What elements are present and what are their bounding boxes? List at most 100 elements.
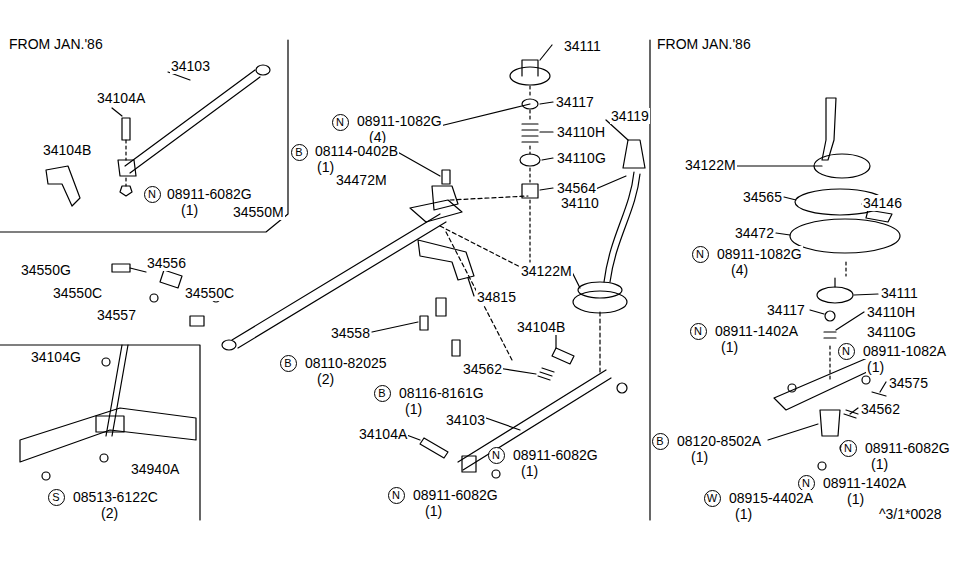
leader-line	[810, 310, 824, 314]
part-number: ^3/1*0028	[878, 506, 943, 522]
control-rod	[440, 226, 530, 272]
shift-lever-parts	[510, 60, 645, 372]
shift-lever-parts	[862, 376, 870, 384]
leader-line	[112, 108, 122, 116]
panel-border	[0, 40, 288, 232]
bolt	[112, 170, 460, 356]
part-number: 34110G	[556, 150, 607, 166]
part-number: 08911-6082G	[864, 440, 951, 456]
prefix-letter: B	[378, 387, 385, 399]
part-number: 08110-82025	[304, 355, 387, 371]
circled-letter: B	[652, 433, 669, 450]
part-number: (1)	[520, 463, 539, 479]
bolt	[436, 298, 446, 316]
part-number: 34110H	[866, 304, 916, 320]
leader-line	[440, 104, 530, 126]
bolt	[442, 170, 450, 184]
leader-line	[768, 424, 818, 440]
part-number: 34104A	[96, 90, 146, 106]
leader-line	[394, 150, 440, 176]
part-number: 34557	[96, 307, 137, 323]
part-number: 34119	[610, 108, 650, 124]
shift-rod	[118, 65, 270, 196]
shift-lever-parts	[623, 140, 645, 168]
leader-line	[572, 272, 580, 288]
part-number: (1)	[734, 506, 753, 522]
part-number: 34815	[476, 289, 517, 305]
prefix-letter: N	[392, 489, 400, 501]
part-number: (1)	[690, 449, 709, 465]
shift-lever-parts	[820, 410, 840, 436]
shift-lever-parts	[824, 332, 836, 338]
part-number: 08114-0402B	[314, 143, 399, 159]
part-number: 34550M	[232, 204, 285, 220]
bolt	[452, 340, 460, 356]
leader-line	[542, 158, 553, 160]
leader-line	[112, 45, 886, 440]
shift-lever-parts	[825, 311, 835, 321]
part-number: 34110	[560, 195, 600, 211]
part-number: 08911-6082G	[166, 186, 253, 202]
panel-heading: FROM JAN.'86	[8, 36, 104, 52]
panel-heading: FROM JAN.'86	[656, 36, 752, 52]
shift-lever-parts	[872, 392, 886, 396]
circled-letter: N	[144, 186, 161, 203]
leader-line	[540, 102, 553, 104]
shift-lever-parts	[604, 172, 634, 282]
part-number: 34550C	[184, 285, 235, 301]
linkage-rod	[552, 348, 574, 364]
part-number: 34556	[146, 255, 187, 271]
mounting-bracket	[102, 358, 110, 366]
mounting-bracket	[20, 408, 196, 462]
shift-lever-parts	[522, 184, 538, 198]
part-number: (1)	[424, 503, 443, 519]
part-number: 34104B	[516, 319, 566, 335]
shift-rod	[120, 186, 132, 196]
part-number: (1)	[870, 456, 889, 472]
circled-letter: B	[374, 385, 391, 402]
circled-letter: N	[332, 114, 349, 131]
control-rod	[432, 186, 458, 210]
part-number: 34562	[462, 361, 503, 377]
shift-lever-parts	[774, 98, 900, 470]
leader-line	[836, 312, 864, 330]
shift-lever-parts	[578, 282, 622, 298]
circled-letter: N	[840, 440, 857, 457]
shift-lever-parts	[520, 154, 540, 166]
control-rod	[450, 196, 528, 200]
control-rod	[410, 200, 462, 222]
shift-lever-parts	[573, 291, 627, 313]
prefix-letter: N	[842, 345, 850, 357]
prefix-letter: W	[707, 492, 717, 504]
leader-line	[776, 233, 790, 235]
part-number: 08116-8161G	[398, 385, 485, 401]
part-number: 08911-6082G	[512, 447, 599, 463]
part-number: 34550G	[20, 262, 72, 278]
shift-rod	[122, 118, 130, 140]
leader-line	[498, 368, 536, 374]
mounting-bracket	[100, 454, 108, 462]
shift-rod	[130, 77, 260, 173]
linkage-rod	[420, 348, 627, 478]
shift-rod	[125, 70, 255, 166]
prefix-letter: N	[694, 325, 702, 337]
leader-line	[468, 278, 474, 296]
shift-lever-parts	[510, 67, 550, 85]
circled-letter: S	[48, 489, 65, 506]
part-number: 08513-6122C	[72, 489, 159, 505]
part-number: (1)	[316, 159, 335, 175]
part-number: 34122M	[684, 157, 737, 173]
prefix-letter: S	[52, 491, 59, 503]
leader-line	[540, 45, 552, 60]
linkage-rod	[420, 438, 448, 458]
part-number: 34472	[734, 225, 775, 241]
bracket	[46, 166, 80, 206]
mounting-bracket	[96, 416, 124, 432]
panel-border	[0, 345, 200, 520]
prefix-letter: N	[844, 442, 852, 454]
part-number: 08911-6082G	[412, 487, 499, 503]
prefix-letter: N	[148, 188, 156, 200]
bolt	[150, 294, 158, 302]
linkage-rod	[462, 456, 476, 472]
